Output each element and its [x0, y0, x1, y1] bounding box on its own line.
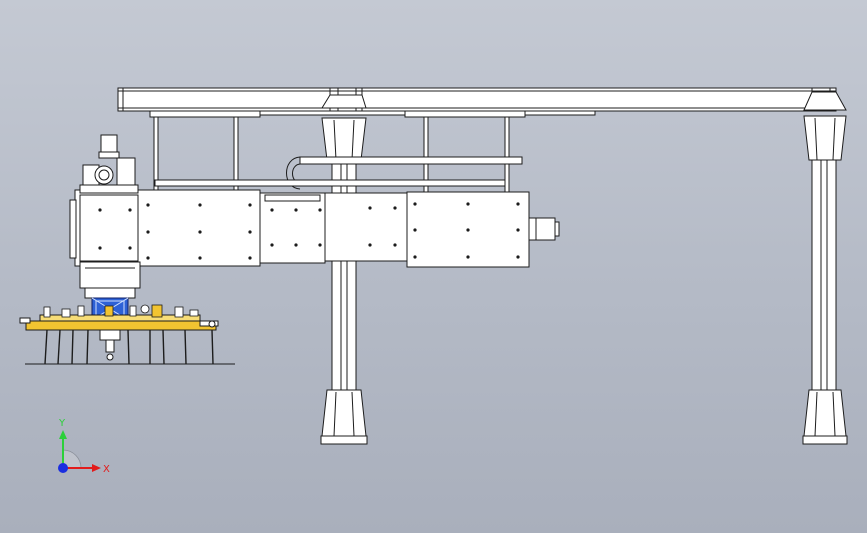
right-column — [802, 91, 848, 445]
bolt-holes — [98, 202, 520, 260]
y-axis-arrow-head — [59, 430, 67, 439]
z-axis-dot — [58, 463, 68, 473]
actuator-body-mid — [259, 192, 326, 264]
servo-motor — [528, 217, 556, 241]
guide-rail — [154, 156, 523, 190]
top-beam — [117, 87, 837, 118]
actuator-body-right — [324, 192, 408, 262]
x-axis-arrow-head — [92, 464, 101, 472]
left-column — [320, 94, 368, 445]
y-axis-label: Y — [58, 418, 66, 429]
clamps — [43, 304, 199, 318]
gripper-fixture — [19, 297, 235, 365]
yellow-plate — [19, 314, 219, 331]
x-axis-label: X — [103, 464, 110, 475]
z-axis-head — [79, 134, 141, 299]
spindle — [99, 329, 121, 361]
support-legs — [44, 329, 214, 365]
axis-triad[interactable]: Y X — [58, 418, 110, 475]
linear-actuator — [69, 189, 560, 268]
